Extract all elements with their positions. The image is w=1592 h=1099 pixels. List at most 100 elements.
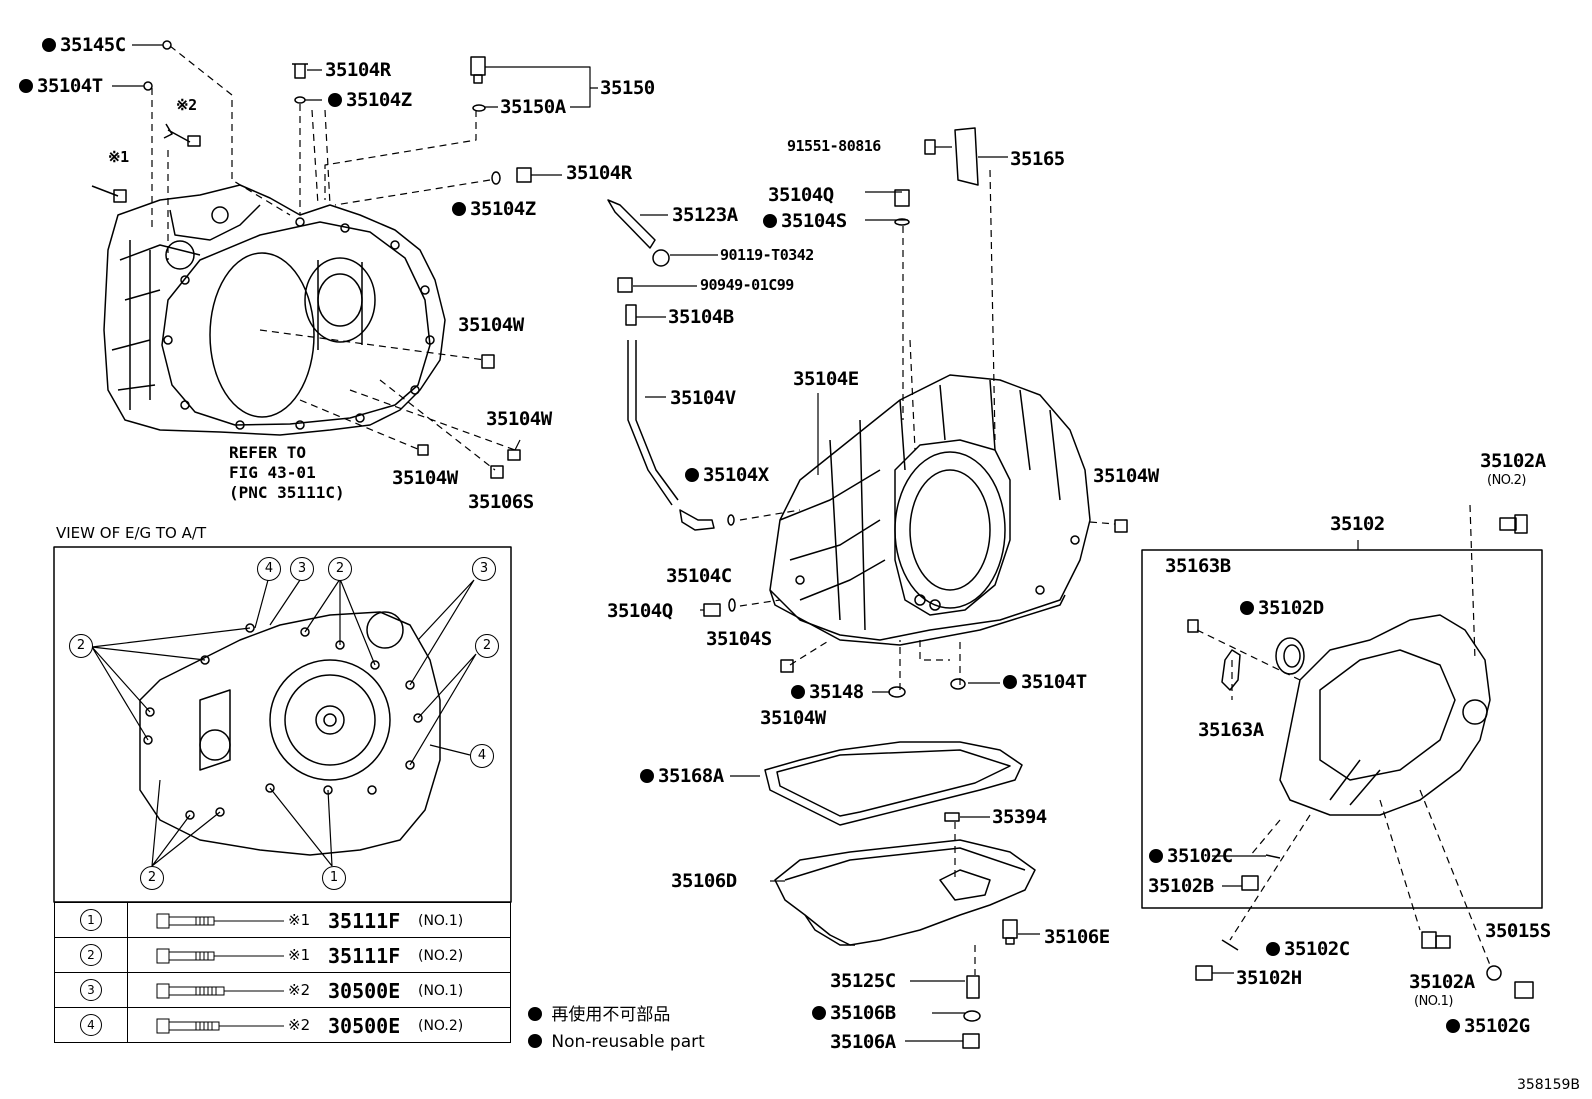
part-label-35125C[interactable]: 35125C [830,970,896,992]
legend-en: Non-reusable part [528,1029,705,1056]
bolt-legend-table: 1 ※1 35111F (NO.1) 2 ※1 35111F (NO.2) 3 … [54,902,511,1043]
bolt-icon [156,1018,284,1034]
view-callout-4-right: 4 [470,744,494,768]
bolt-part-number[interactable]: 35111F [328,944,401,968]
part-label-35104E[interactable]: 35104E [793,368,859,390]
part-label-35104Q-bot[interactable]: 35104Q [607,600,673,622]
non-reusable-dot-icon [640,769,654,783]
bracket-35163A-drawing [1221,649,1241,691]
non-reusable-dot-icon [452,202,466,216]
part-note-no2: (NO.2) [1487,473,1526,488]
part-label-35104R-mid[interactable]: 35104R [566,162,632,184]
view-callout-4-top: 4 [257,557,281,581]
bolt-row: 4 ※2 30500E (NO.2) [54,1007,511,1043]
part-label-35104W-e[interactable]: 35104W [760,707,826,729]
refer-line-3: (PNC 35111C) [229,483,345,502]
bolt-row: 1 ※1 35111F (NO.1) [54,902,511,938]
part-label-35104W-d[interactable]: 35104W [1093,465,1159,487]
part-label-35102A-top[interactable]: 35102A [1480,450,1546,472]
extension-housing-frame [1141,549,1543,909]
bolt-number: 4 [80,1014,102,1036]
part-label-35148[interactable]: 35148 [791,683,864,702]
refer-line-1: REFER TO [229,443,307,462]
part-label-35104W-b[interactable]: 35104W [486,408,552,430]
bolt-part-number[interactable]: 35111F [328,909,401,933]
part-label-35123A[interactable]: 35123A [672,204,738,226]
part-label-35104S-top[interactable]: 35104S [763,212,847,231]
part-label-35106S[interactable]: 35106S [468,491,534,513]
part-label-35104Z-mid[interactable]: 35104Z [452,200,536,219]
part-label-35104V[interactable]: 35104V [670,387,736,409]
part-label-35163A[interactable]: 35163A [1198,719,1264,741]
part-label-90119-T0342[interactable]: 90119-T0342 [720,246,814,264]
bolt-no: (NO.1) [418,913,464,929]
part-label-35150[interactable]: 35150 [600,77,655,99]
bolt-part-number[interactable]: 30500E [328,1014,401,1038]
part-label-35163B[interactable]: 35163B [1165,555,1231,577]
part-label-35106D[interactable]: 35106D [671,870,737,892]
view-title: VIEW OF E/G TO A/T [56,524,207,542]
part-label-35104W-c[interactable]: 35104W [392,467,458,489]
part-label-35102C-a[interactable]: 35102C [1149,847,1233,866]
refer-line-2: FIG 43-01 [229,463,316,482]
part-label-35104R-top[interactable]: 35104R [325,59,391,81]
bolt-row: 3 ※2 30500E (NO.1) [54,972,511,1008]
part-label-35104X[interactable]: 35104X [685,466,769,485]
part-label-35104B[interactable]: 35104B [668,306,734,328]
part-label-35102D[interactable]: 35102D [1240,599,1324,618]
part-label-35102A-bot[interactable]: 35102A [1409,971,1475,993]
part-label-35104T-bot[interactable]: 35104T [1003,673,1087,692]
view-callout-3-top: 3 [290,557,314,581]
part-label-35102G[interactable]: 35102G [1446,1017,1530,1036]
view-callout-3-right: 3 [472,557,496,581]
bolt-mark: ※2 [288,981,311,999]
view-callout-2-bottom: 2 [140,866,164,890]
bolt-icon [156,913,284,929]
part-label-35102B[interactable]: 35102B [1148,875,1214,897]
part-label-35104W-a[interactable]: 35104W [458,314,524,336]
part-note-no1: (NO.1) [1414,994,1453,1009]
part-label-35102C-b[interactable]: 35102C [1266,940,1350,959]
part-label-35104Q-top[interactable]: 35104Q [768,184,834,206]
non-reusable-dot-icon [528,1007,542,1021]
non-reusable-dot-icon [812,1006,826,1020]
legend-jp: 再使用不可部品 [528,1002,705,1029]
part-label-90949-01C99[interactable]: 90949-01C99 [700,276,794,294]
part-label-35104Z-top[interactable]: 35104Z [328,91,412,110]
part-label-35106B[interactable]: 35106B [812,1004,896,1023]
part-label-35145C[interactable]: 35145C [42,36,126,55]
part-label-91551-80816[interactable]: 91551-80816 [787,137,881,155]
view-housing-drawing [139,611,441,856]
non-reusable-dot-icon [685,468,699,482]
part-label-35165[interactable]: 35165 [1010,148,1065,170]
part-label-35150A[interactable]: 35150A [500,96,566,118]
view-callout-1-bottom: 1 [322,866,346,890]
bearing-35102D-drawing [1275,637,1305,675]
part-label-35104T-top[interactable]: 35104T [19,77,103,96]
non-reusable-dot-icon [528,1034,542,1048]
bolt-mark: ※1 [288,946,311,964]
view-callout-2-top: 2 [328,557,352,581]
part-label-35104C[interactable]: 35104C [666,565,732,587]
part-label-35102H[interactable]: 35102H [1236,967,1302,989]
part-label-35104S-bot[interactable]: 35104S [706,628,772,650]
part-label-35106A[interactable]: 35106A [830,1031,896,1053]
part-label-35106E[interactable]: 35106E [1044,926,1110,948]
bolt-part-number[interactable]: 30500E [328,979,401,1003]
bolt-number: 2 [80,944,102,966]
view-leader-lines [91,578,477,867]
part-label-35168A[interactable]: 35168A [640,767,724,786]
leader-lines [112,44,1359,1042]
view-callout-2-left: 2 [69,634,93,658]
non-reusable-dot-icon [791,685,805,699]
legend: 再使用不可部品 Non-reusable part [528,1002,705,1056]
view-callout-2-right: 2 [475,634,499,658]
extension-housing-drawing [1279,614,1491,816]
non-reusable-dot-icon [42,38,56,52]
converter-housing-drawing [103,184,446,436]
part-label-35102[interactable]: 35102 [1330,513,1385,535]
transaxle-case-drawing [769,374,1091,646]
part-label-35394[interactable]: 35394 [992,806,1047,828]
part-label-35015S[interactable]: 35015S [1485,920,1551,942]
